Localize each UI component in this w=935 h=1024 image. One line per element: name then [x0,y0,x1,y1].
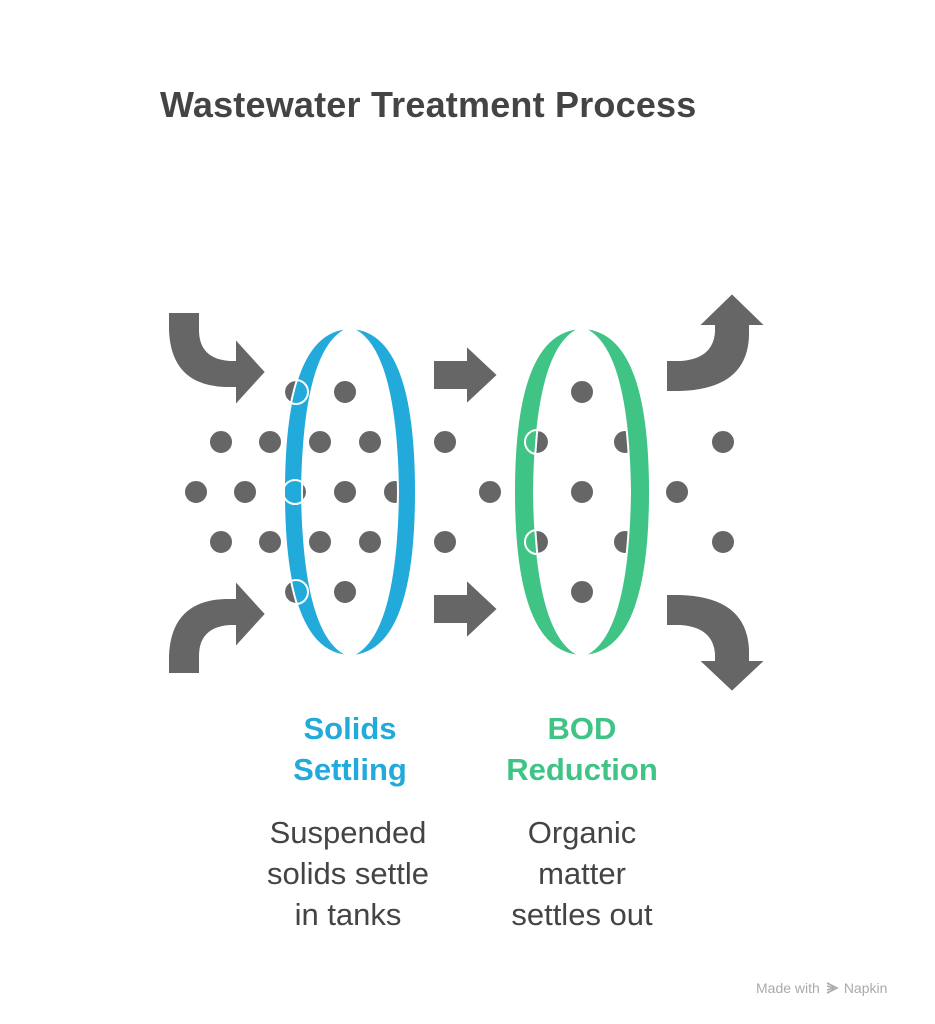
stage2-description: Organic matter settles out [462,812,702,935]
particle-dot-icon [357,529,383,555]
stage1-title-line2: Settling [293,752,407,787]
particle-dot-icon [569,579,595,605]
transfer-arrow-bottom-icon [432,576,500,642]
particle-dot-icon [307,429,333,455]
particle-dot-icon [569,379,595,405]
stage2-desc-line2: matter [538,856,626,891]
particle-dot-icon [257,429,283,455]
made-with-napkin-footer[interactable]: Made with Napkin [756,980,887,996]
particle-dot-icon [432,529,458,555]
stage1-description: Suspended solids settle in tanks [228,812,468,935]
made-with-label: Made with [756,980,820,996]
particle-dot-icon [477,479,503,505]
stage2-desc-line1: Organic [527,815,637,850]
stage2-desc-line3: settles out [511,897,653,932]
outflow-arrow-top-icon [665,291,769,393]
inflow-arrow-top-icon [167,311,268,409]
stage2-filter-ring-icon [512,326,652,658]
inflow-arrow-bottom-icon [167,577,268,675]
particle-dot-icon [208,529,234,555]
stage1-title: Solids Settling [230,708,470,790]
particle-dot-icon [710,529,736,555]
particle-dot-icon [332,379,358,405]
stage2-title-line2: Reduction [506,752,658,787]
diagram-title: Wastewater Treatment Process [160,84,697,125]
stage1-title-line1: Solids [303,711,397,746]
particle-dot-icon [710,429,736,455]
particle-dot-icon [257,529,283,555]
napkin-logo-icon [826,982,839,994]
particle-dot-icon [232,479,258,505]
particle-dot-icon [307,529,333,555]
stage1-desc-line3: in tanks [294,897,402,932]
stage1-desc-line1: Suspended [269,815,427,850]
particle-dot-icon [332,479,358,505]
particle-dot-icon [332,579,358,605]
stage1-filter-ring-icon [282,326,418,658]
particle-dot-icon [569,479,595,505]
particle-dot-icon [183,479,209,505]
stage1-desc-line2: solids settle [267,856,429,891]
stage2-title: BOD Reduction [462,708,702,790]
particles-stage1 [183,379,503,605]
stage2-title-line1: BOD [547,711,617,746]
outflow-arrow-bottom-icon [665,593,769,694]
napkin-brand-label: Napkin [843,980,888,996]
transfer-arrow-top-icon [432,342,500,408]
particle-dot-icon [432,429,458,455]
particle-dot-icon [357,429,383,455]
particle-dot-icon [664,479,690,505]
particle-dot-icon [208,429,234,455]
